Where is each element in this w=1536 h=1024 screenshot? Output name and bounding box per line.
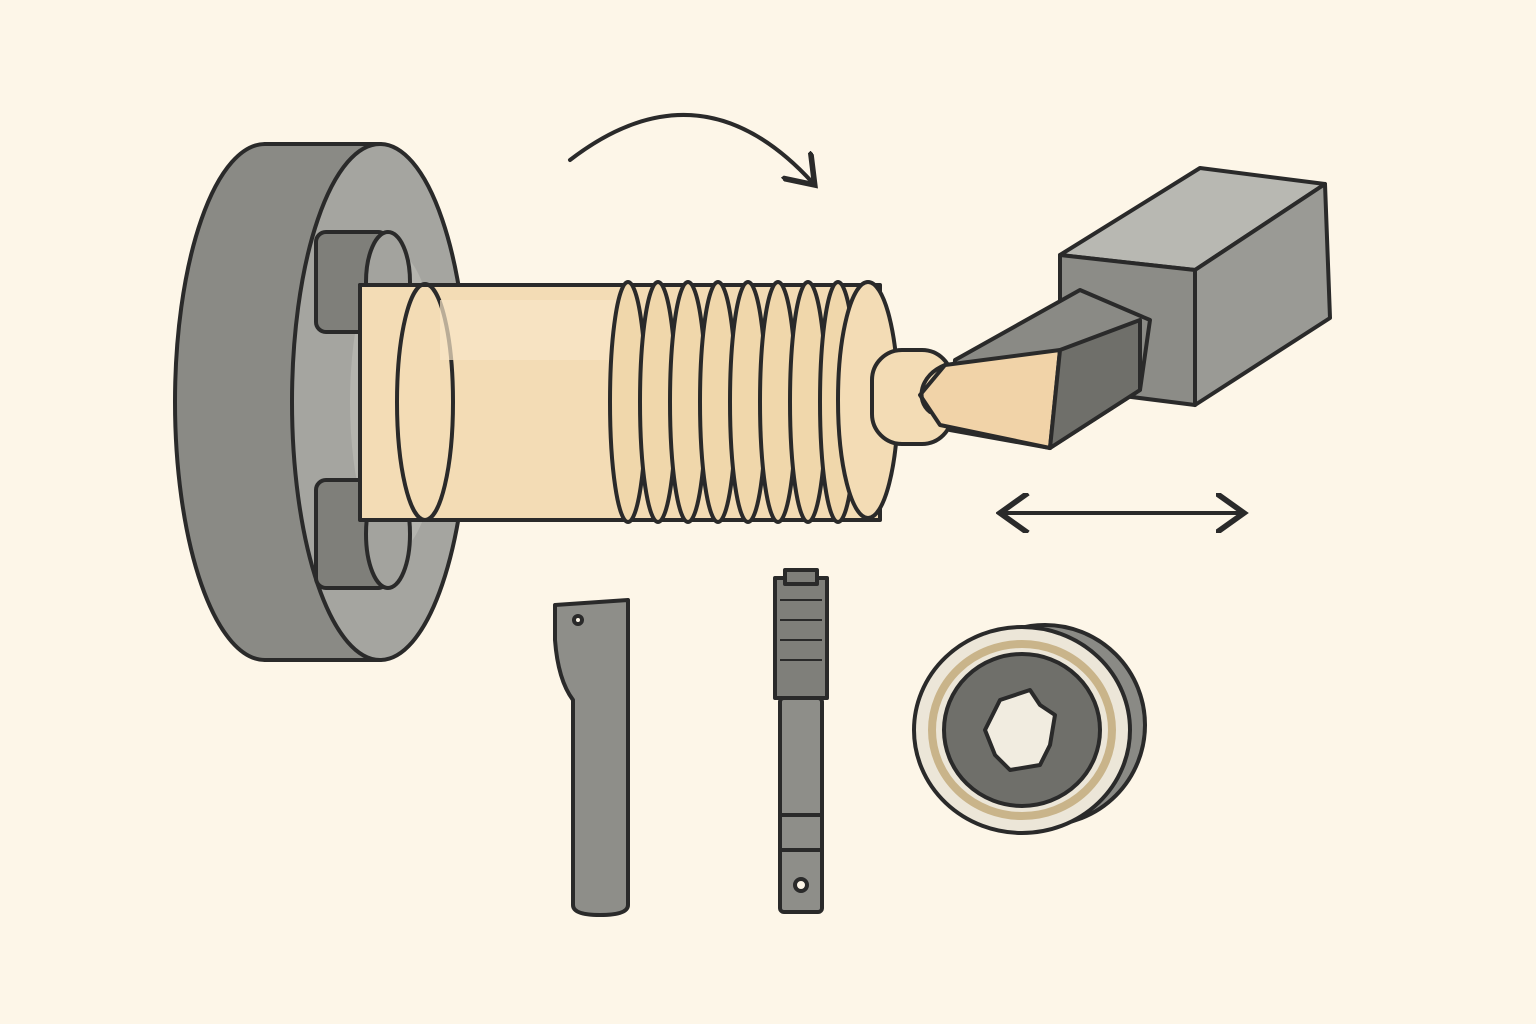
bearing-ring	[912, 623, 1147, 835]
cutting-tool	[918, 288, 1152, 450]
rotation-arrow-icon	[568, 112, 812, 182]
tool-holder	[1058, 166, 1332, 407]
tap-tool	[773, 568, 829, 914]
thread-section	[608, 280, 900, 524]
boring-bar-tool	[553, 598, 630, 917]
